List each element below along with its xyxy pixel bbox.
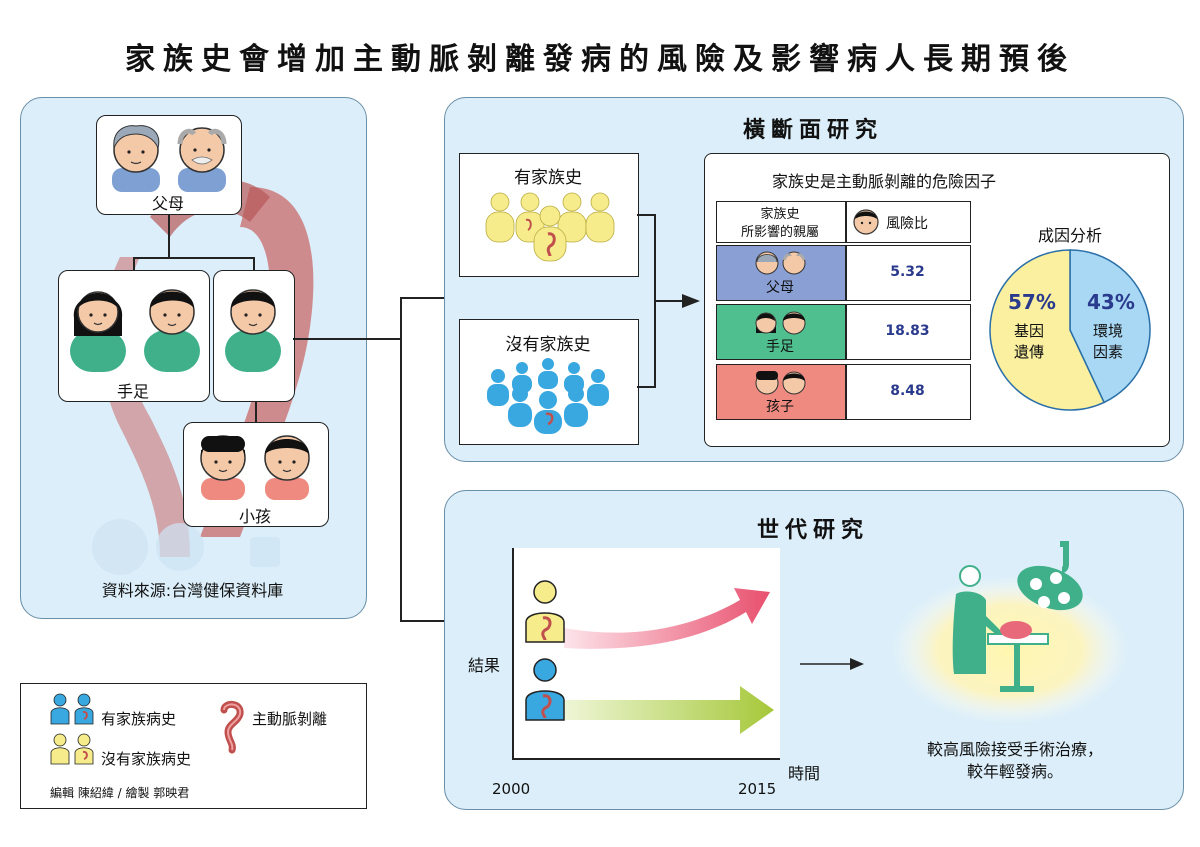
parents-icon (755, 251, 806, 275)
y-axis (512, 548, 514, 760)
blue-people-group-icon (487, 358, 609, 434)
connector (253, 257, 255, 272)
parents-label: 父母 (151, 194, 184, 213)
yellow-people-group-icon (485, 192, 615, 262)
row-siblings-value-cell (846, 304, 971, 360)
legend-box (20, 683, 367, 809)
page-title: 家族史會增加主動脈剝離發病的風險及影響病人長期預後 (125, 42, 1075, 77)
connector (255, 400, 257, 422)
header-risk-label: 風險比 (886, 216, 928, 232)
connector (133, 257, 135, 272)
face-icon (853, 209, 879, 235)
x-axis-label: 時間 (788, 764, 821, 783)
siblings-icon (755, 311, 806, 335)
arrow-right-icon (800, 658, 864, 670)
row-children-value: 8.48 (890, 383, 925, 399)
row-parents-value-cell (846, 245, 971, 301)
connector (637, 214, 655, 216)
children-label: 小孩 (238, 507, 271, 526)
x-end-label: 2015 (738, 780, 777, 798)
row-parents-label-cell (716, 245, 846, 301)
header-relatives (716, 201, 846, 243)
row-siblings-label: 手足 (766, 339, 794, 355)
cohort-arrows (564, 588, 774, 734)
grandmother-icon (112, 125, 160, 192)
children-icon (755, 371, 806, 395)
legend-with-history: 有家族病史 (101, 710, 177, 728)
arrow-right-icon (682, 294, 700, 308)
cohort-plot-area (512, 548, 780, 759)
connector (654, 300, 684, 302)
pie-slice-genetic (989, 249, 1106, 411)
with-history-label: 有家族史 (514, 168, 582, 188)
header-relatives-line2: 所影響的親屬 (740, 225, 819, 240)
siblings-label: 手足 (116, 382, 149, 401)
data-source: 資料來源:台灣健保資料庫 (101, 581, 284, 600)
cohort-outcome-line1: 較高風險接受手術治療， (926, 740, 1103, 759)
blue-person-icon (525, 658, 565, 721)
row-parents-label: 父母 (766, 280, 794, 296)
connector (293, 338, 400, 340)
pie-slice-environment (1069, 249, 1151, 404)
x-axis (512, 758, 780, 760)
connector (168, 213, 170, 257)
cause-title: 成因分析 (1037, 226, 1102, 245)
header-relatives-line1: 家族史 (760, 207, 800, 222)
row-siblings-label-cell (716, 304, 846, 360)
connector (400, 620, 445, 622)
yellow-person-icon (525, 580, 565, 643)
brother-icon (144, 289, 200, 372)
legend-without-history: 沒有家族病史 (101, 750, 192, 768)
env-pct: 43% (1087, 290, 1135, 314)
cohort-outcome-line2: 較年輕發病。 (966, 762, 1063, 781)
row-parents-value: 5.32 (890, 264, 925, 280)
env-label-line2: 因素 (1093, 343, 1124, 361)
connector (133, 257, 255, 259)
genetic-pct: 57% (1008, 290, 1056, 314)
row-siblings-value: 18.83 (885, 323, 930, 339)
x-start-label: 2000 (492, 780, 531, 798)
aorta-icon (220, 701, 244, 754)
connector (637, 386, 655, 388)
self-icon (225, 289, 281, 372)
y-axis-label: 結果 (468, 656, 501, 675)
row-children-value-cell (846, 364, 971, 420)
connector (400, 297, 445, 299)
cohort-title: 世代研究 (756, 518, 869, 543)
grandfather-icon (177, 127, 227, 192)
genetic-label-line2: 遺傳 (1014, 343, 1045, 361)
son-icon (264, 435, 310, 500)
genetic-label-line1: 基因 (1014, 322, 1045, 340)
row-children-label: 孩子 (766, 399, 794, 415)
sister-icon (70, 291, 126, 372)
env-label-line1: 環境 (1093, 322, 1124, 340)
legend-credits: 編輯 陳紹緯 / 繪製 郭映君 (50, 786, 190, 800)
risk-factor-title: 家族史是主動脈剝離的危險因子 (771, 172, 996, 191)
without-history-label: 沒有家族史 (505, 335, 591, 355)
yellow-pair-icon (50, 733, 94, 765)
legend-dissection: 主動脈剝離 (252, 710, 328, 728)
connector (400, 297, 402, 621)
blue-pair-icon (50, 693, 94, 725)
cross-section-title: 橫斷面研究 (742, 118, 883, 143)
surgery-illustration (890, 541, 1130, 725)
row-children-label-cell (716, 364, 846, 420)
daughter-icon (200, 435, 246, 500)
cause-pie-chart (989, 249, 1151, 411)
